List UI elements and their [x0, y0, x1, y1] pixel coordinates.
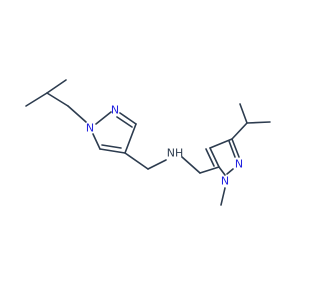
bond	[231, 138, 240, 158]
atom-label-n3: N	[235, 158, 243, 171]
bond	[209, 138, 233, 149]
bond	[231, 122, 248, 140]
bond	[95, 111, 112, 125]
bond	[218, 166, 226, 176]
amine-linker	[124, 152, 220, 174]
bond	[46, 79, 67, 94]
bond	[119, 112, 137, 125]
right-pyrazole-ring	[205, 138, 240, 176]
bond	[239, 103, 248, 124]
bond	[25, 92, 48, 107]
bond	[46, 92, 69, 107]
atom-label-n4: N	[221, 175, 229, 188]
atom-label-n1: N	[111, 104, 119, 117]
molecule-diagram: N N NH N N	[25, 79, 271, 206]
bond	[181, 156, 201, 174]
bond	[226, 168, 234, 175]
bond	[101, 144, 122, 149]
isopropyl-group	[231, 103, 271, 140]
bond	[99, 148, 126, 154]
bond	[228, 140, 236, 158]
left-pyrazole-ring	[92, 111, 137, 154]
methyl-bond	[220, 187, 226, 206]
bond	[205, 148, 215, 167]
bond	[209, 147, 220, 168]
bond	[147, 159, 167, 170]
atom-label-n2: N	[86, 122, 94, 135]
bond	[92, 133, 101, 150]
bond	[124, 123, 137, 154]
bond	[199, 166, 220, 174]
bond	[67, 105, 87, 123]
bond	[246, 121, 271, 124]
bond	[116, 116, 133, 128]
bond	[124, 152, 149, 170]
isobutyl-group	[25, 79, 87, 123]
atom-label-nh: NH	[167, 147, 184, 160]
